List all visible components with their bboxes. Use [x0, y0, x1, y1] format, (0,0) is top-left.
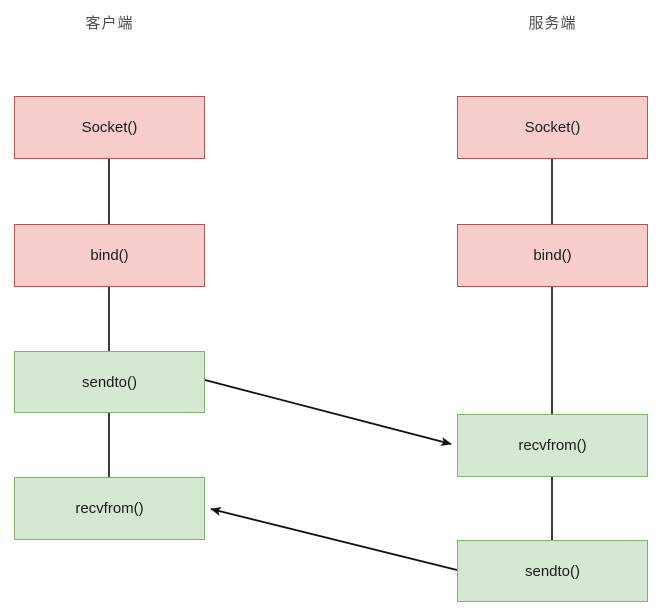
node-client-bind[interactable]: bind() [14, 224, 205, 287]
connector-server-bind-to-recvfrom [551, 287, 553, 414]
connector-client-socket-to-bind [108, 159, 110, 224]
node-server-bind[interactable]: bind() [457, 224, 648, 287]
arrow-server-sendto-to-client-recvfrom [210, 507, 458, 571]
node-server-sendto[interactable]: sendto() [457, 540, 648, 602]
arrow-client-sendto-to-server-recvfrom [204, 379, 452, 446]
column-title-server: 服务端 [528, 15, 577, 32]
node-client-sendto[interactable]: sendto() [14, 351, 205, 413]
node-client-recvfrom[interactable]: recvfrom() [14, 477, 205, 540]
connector-server-recvfrom-to-sendto [551, 477, 553, 540]
connector-server-socket-to-bind [551, 159, 553, 224]
column-title-client: 客户端 [85, 15, 134, 32]
connector-client-sendto-to-recvfrom [108, 413, 110, 477]
node-server-recvfrom[interactable]: recvfrom() [457, 414, 648, 477]
connector-client-bind-to-sendto [108, 287, 110, 351]
node-server-socket[interactable]: Socket() [457, 96, 648, 159]
node-client-socket[interactable]: Socket() [14, 96, 205, 159]
